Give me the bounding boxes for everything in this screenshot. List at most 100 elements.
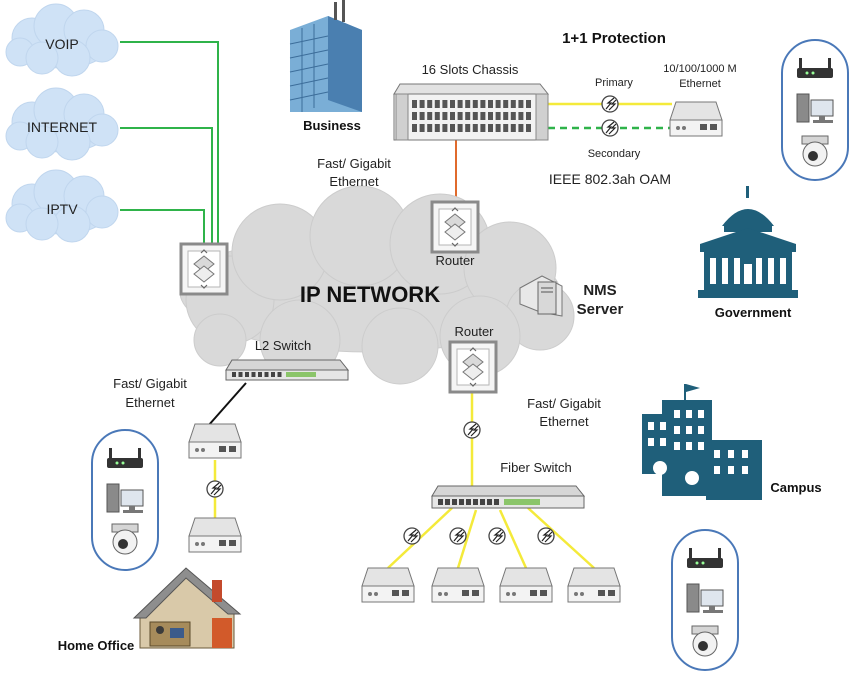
chassis-slot <box>518 124 524 132</box>
nms-label-line2: Server <box>577 301 624 318</box>
home-device-panel <box>91 429 159 571</box>
chassis-slot <box>434 112 440 120</box>
fast-gigabit-top-line2: Ethernet <box>329 174 379 189</box>
chassis-slot <box>412 124 417 132</box>
chassis-slot <box>419 100 425 108</box>
internet-label: INTERNET <box>27 119 97 135</box>
l2-switch-icon <box>225 359 350 381</box>
security-camera-icon <box>691 625 719 657</box>
business-building-icon <box>289 0 362 112</box>
oam-label: IEEE 802.3ah OAM <box>549 171 671 187</box>
chassis-slot <box>503 124 509 132</box>
chassis-slot <box>472 100 478 108</box>
chassis-slot <box>488 124 493 132</box>
port <box>264 372 269 377</box>
ethernet-speed-label-line1: 10/100/1000 M <box>663 63 736 75</box>
secondary-label: Secondary <box>588 148 641 160</box>
chassis-icon <box>393 83 550 141</box>
iptv-label: IPTV <box>46 201 78 217</box>
branch-converter-icon <box>567 567 621 603</box>
fiber-switch-label: Fiber Switch <box>500 460 572 475</box>
chassis-slot <box>442 124 448 132</box>
home-fiber-connector-icon <box>206 480 224 498</box>
chassis-slot <box>510 100 516 108</box>
branch-fiber-connector-icon <box>537 527 555 545</box>
port <box>258 372 262 377</box>
chassis-slot <box>503 112 509 120</box>
fast-gigabit-right-line2: Ethernet <box>539 414 589 429</box>
port <box>245 372 249 377</box>
chassis-slot <box>495 112 501 120</box>
chassis-slot <box>419 124 425 132</box>
chassis-slot <box>450 124 455 132</box>
chassis-slot <box>457 112 463 120</box>
primary-fiber-connector-icon <box>601 95 619 113</box>
chassis-slot <box>427 100 433 108</box>
port <box>238 372 243 377</box>
chassis-slot <box>419 112 425 120</box>
campus-building-icon <box>642 384 762 500</box>
router-top-label: Router <box>435 253 475 268</box>
primary-label: Primary <box>595 77 633 89</box>
voip-label: VOIP <box>45 36 78 52</box>
chassis-slot <box>488 100 493 108</box>
fast-gigabit-left-line1: Fast/ Gigabit <box>113 376 187 391</box>
house-icon <box>132 567 242 649</box>
chassis-slot <box>518 100 524 108</box>
branch-fiber-connector-icon <box>488 527 506 545</box>
l2-switch-label: L2 Switch <box>255 338 311 353</box>
port <box>445 499 450 505</box>
chassis-slot <box>510 124 516 132</box>
protection-converter-icon <box>669 101 723 137</box>
chassis-slot <box>526 100 531 108</box>
branch-converter-icon <box>431 567 485 603</box>
edge-router-icon <box>179 242 229 296</box>
fiber-switch-icon <box>431 485 586 509</box>
fast-gigabit-top-line1: Fast/ Gigabit <box>317 156 391 171</box>
chassis-slot <box>442 112 448 120</box>
port <box>232 372 236 377</box>
security-camera-icon <box>801 135 829 167</box>
branch-converter-icon <box>499 567 553 603</box>
server-icon <box>519 275 563 317</box>
chassis-slot <box>472 112 478 120</box>
chassis-slot <box>412 100 417 108</box>
ethernet-speed-label-line2: Ethernet <box>679 78 721 90</box>
protection-label: 1+1 Protection <box>562 30 666 47</box>
government-building-icon <box>698 186 798 298</box>
chassis-slot <box>450 100 455 108</box>
chassis-slot <box>495 124 501 132</box>
branch-fiber-connector-icon <box>449 527 467 545</box>
chassis-slot <box>427 124 433 132</box>
chassis-slot <box>495 100 501 108</box>
router-top-icon <box>430 200 480 254</box>
chassis-slot <box>457 124 463 132</box>
port <box>459 499 464 505</box>
home-converter-lower-icon <box>188 517 242 553</box>
branch-fiber-connector-icon <box>403 527 421 545</box>
port <box>487 499 492 505</box>
chassis-slot <box>457 100 463 108</box>
chassis-slot <box>480 124 486 132</box>
chassis-slot <box>450 112 455 120</box>
port <box>271 372 275 377</box>
port <box>438 499 443 505</box>
router-mid-label: Router <box>454 324 494 339</box>
chassis-slot <box>465 124 471 132</box>
chassis-slot <box>465 112 471 120</box>
router-fiber-connector-icon <box>463 421 481 439</box>
branch-converter-icon <box>361 567 415 603</box>
port <box>473 499 478 505</box>
chassis-slot <box>526 124 531 132</box>
port <box>452 499 457 505</box>
campus-label: Campus <box>770 480 821 495</box>
government-label: Government <box>715 305 792 320</box>
port <box>466 499 471 505</box>
chassis-slot <box>427 112 433 120</box>
chassis-slot <box>510 112 516 120</box>
port <box>480 499 485 505</box>
campus-device-panel <box>671 529 739 671</box>
chassis-slot <box>465 100 471 108</box>
chassis-slot <box>472 124 478 132</box>
